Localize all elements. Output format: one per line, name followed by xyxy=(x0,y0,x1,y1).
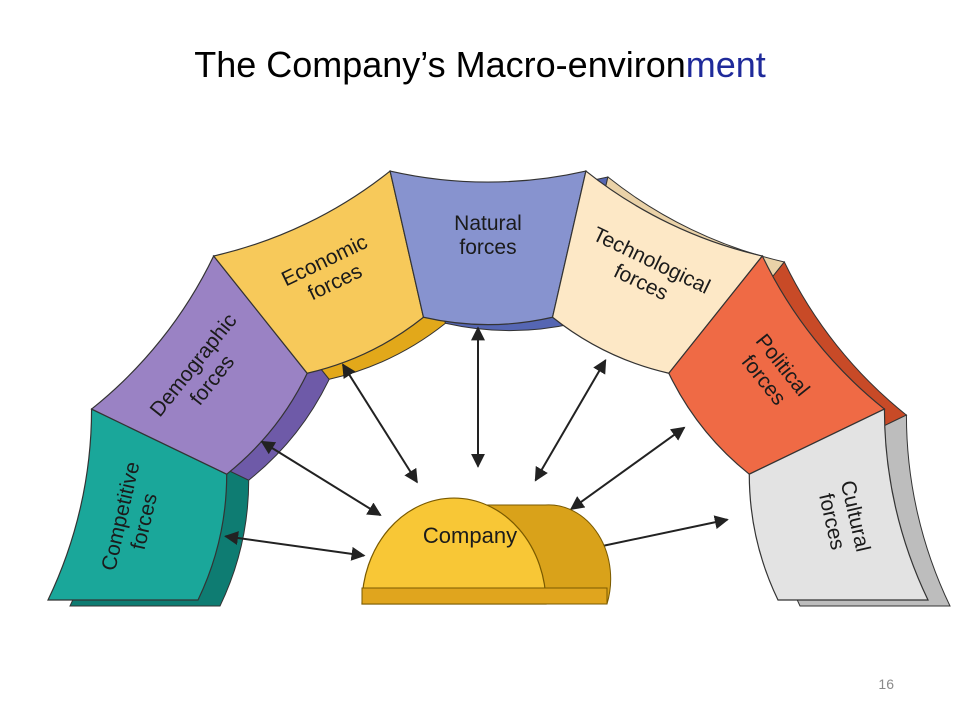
page-title: The Company’s Macro-environment xyxy=(0,44,960,86)
segment-cultural xyxy=(748,408,929,601)
title-highlight: ment xyxy=(685,44,766,85)
double-arrow xyxy=(224,531,366,561)
double-arrow xyxy=(342,363,418,484)
page-number: 16 xyxy=(878,676,894,692)
double-arrow xyxy=(534,358,607,482)
company-shape xyxy=(361,497,547,605)
title-main: The Company’s Macro-environ xyxy=(194,44,686,85)
company-label: Company xyxy=(423,523,517,548)
label-line: Natural xyxy=(454,212,522,235)
double-arrow xyxy=(260,440,382,517)
influence-arrows xyxy=(224,326,729,561)
company-base xyxy=(361,587,608,605)
double-arrow xyxy=(569,426,686,510)
double-arrow xyxy=(589,515,729,553)
company-block: Company xyxy=(361,497,612,605)
label-line: forces xyxy=(459,236,516,259)
forces-ring xyxy=(47,169,929,601)
